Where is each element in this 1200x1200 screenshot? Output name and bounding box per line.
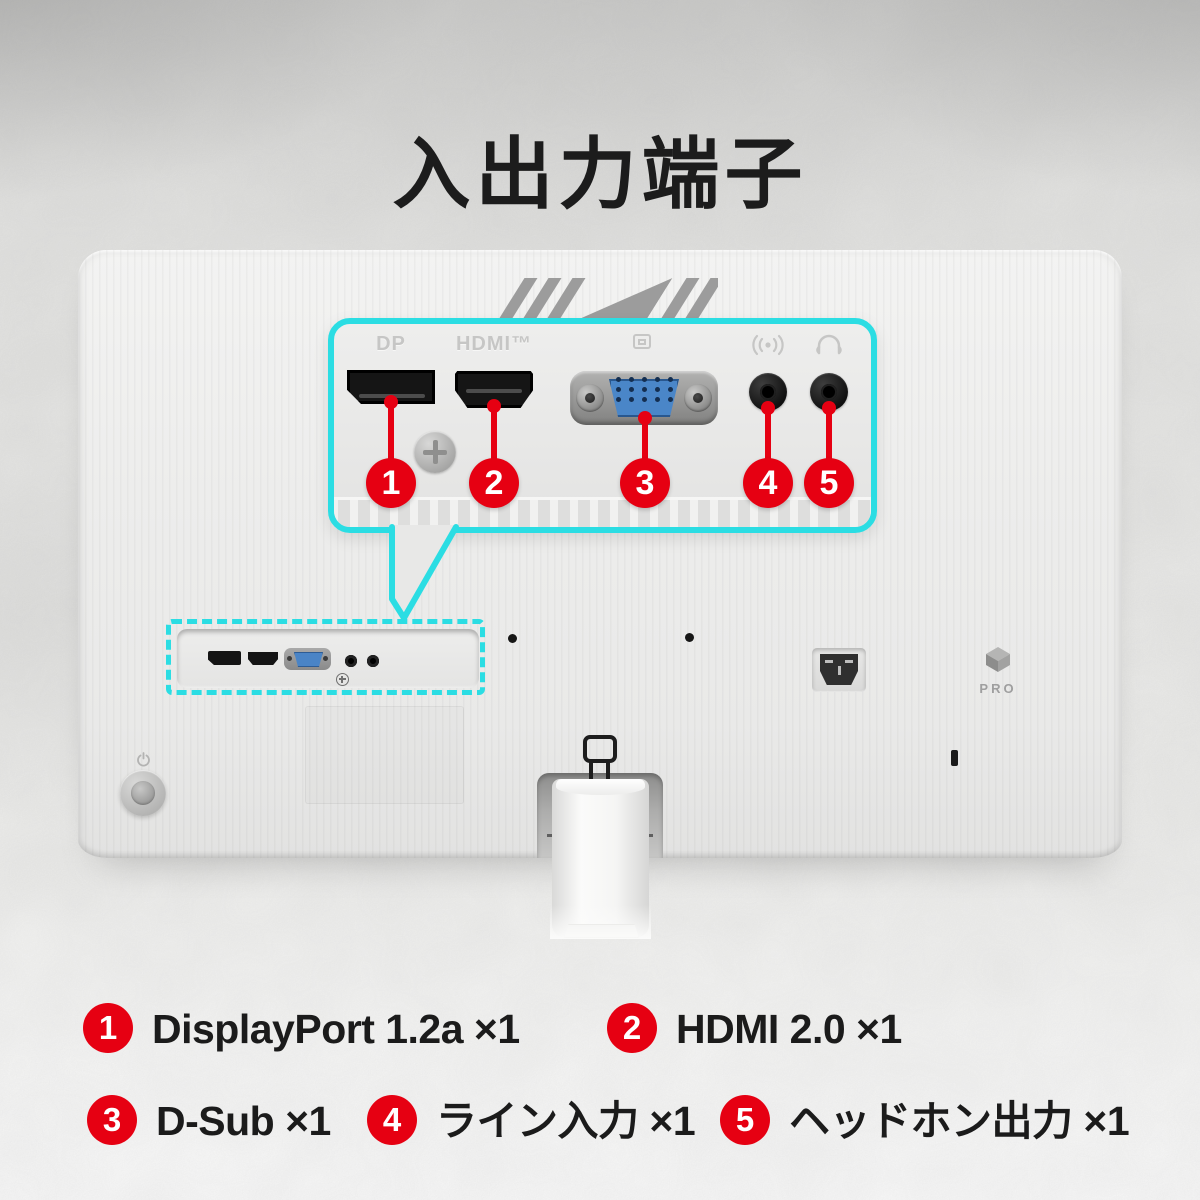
panel-seam <box>305 706 464 804</box>
dp-label: DP <box>376 333 406 355</box>
stand-column <box>550 779 651 939</box>
legend-text-2: HDMI 2.0 ×1 <box>676 1006 902 1052</box>
marker-dot <box>761 401 775 415</box>
mini-displayport <box>208 651 241 665</box>
msi-pro-logo: PRO <box>976 646 1020 696</box>
ports-zoom-callout: DP HDMI™ <box>328 318 877 533</box>
mini-vga-port <box>284 648 331 670</box>
power-icon <box>137 752 150 767</box>
vesa-hole <box>685 633 694 642</box>
legend-text-1: DisplayPort 1.2a ×1 <box>152 1006 520 1052</box>
legend-text-3: D-Sub ×1 <box>156 1098 331 1144</box>
cube-icon <box>986 647 1010 672</box>
marker-3: 3 <box>620 458 670 508</box>
page-title: 入出力端子 <box>392 130 808 219</box>
legend-badge-4: 4 <box>367 1095 417 1145</box>
marker-dot <box>822 401 836 415</box>
marker-4: 4 <box>743 458 793 508</box>
pro-label: PRO <box>979 681 1017 696</box>
marker-5: 5 <box>804 458 854 508</box>
legend-text-4: ライン入力 ×1 <box>436 1098 696 1144</box>
legend-badge-1: 1 <box>83 1003 133 1053</box>
ac-power-inlet <box>812 648 866 692</box>
mini-hdmi-port <box>248 652 278 665</box>
marker-dot <box>384 395 398 409</box>
mini-line-in-jack <box>345 655 357 667</box>
power-joystick-button <box>120 770 166 816</box>
marker-dot <box>638 411 652 425</box>
marker-dot <box>487 399 501 413</box>
vesa-hole <box>508 634 517 643</box>
legend-text-5: ヘッドホン出力 ×1 <box>789 1098 1130 1144</box>
hdmi-label: HDMI™ <box>455 333 533 355</box>
legend-badge-5: 5 <box>720 1095 770 1145</box>
legend-badge-2: 2 <box>607 1003 657 1053</box>
speaker-waves-icon <box>752 334 784 356</box>
port-bay <box>177 629 479 688</box>
legend-badge-3: 3 <box>87 1095 137 1145</box>
vent-grille <box>334 497 871 527</box>
headphone-icon <box>816 334 842 355</box>
marker-2: 2 <box>469 458 519 508</box>
cable-hook-icon <box>583 735 617 763</box>
marker-1: 1 <box>366 458 416 508</box>
screw-icon <box>336 673 349 686</box>
msi-logo-icon <box>498 278 718 318</box>
mini-headphone-jack <box>367 655 379 667</box>
kensington-lock-slot <box>951 750 958 766</box>
monitor-outline-icon <box>633 334 651 349</box>
screw-icon <box>414 431 456 473</box>
